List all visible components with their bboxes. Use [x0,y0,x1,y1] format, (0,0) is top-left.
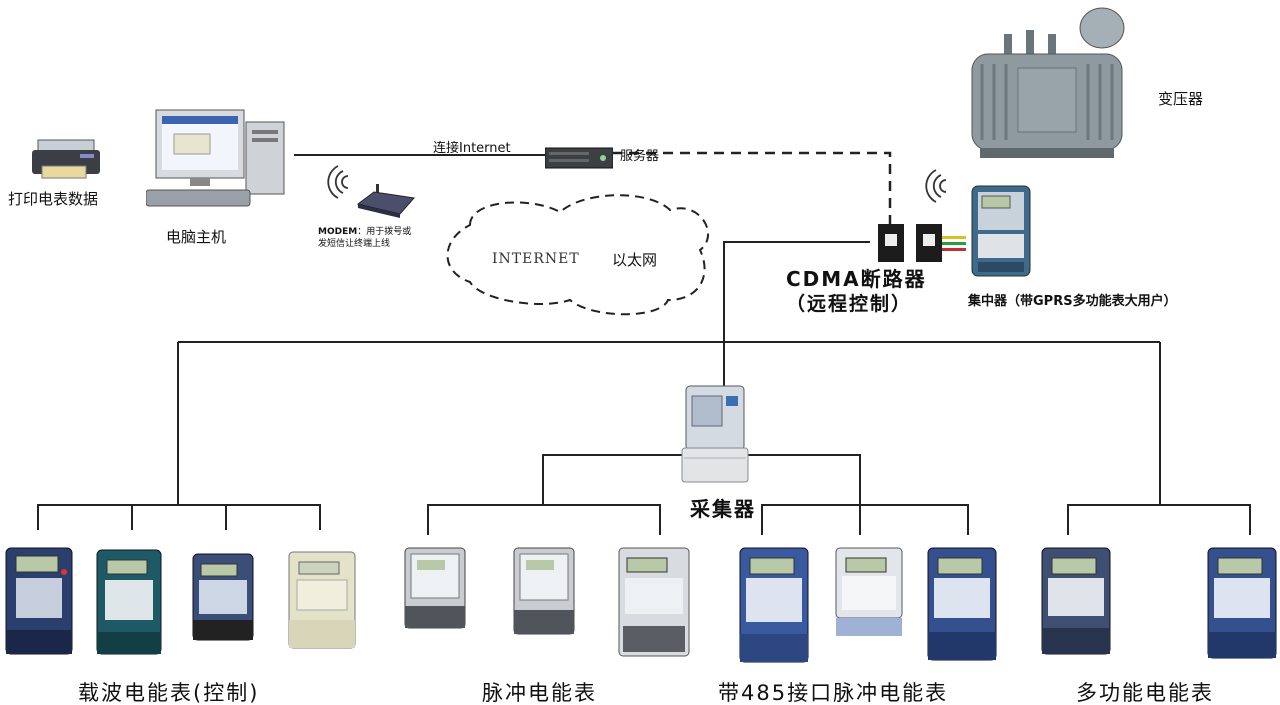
modem-title: MODEM [318,227,358,237]
group4-bus [1067,504,1251,535]
collector-icon [681,385,749,483]
group-label-carrier-meter: 载波电能表(控制) [78,681,260,705]
internet-link-label: 连接Internet [433,141,511,156]
concentrator-label: 集中器（带GPRS多功能表大用户） [968,294,1177,309]
printer-icon [32,139,100,179]
cdma-label-line1: CDMA断路器 [786,267,927,291]
electric-meter-icon [617,546,691,662]
modem-caption: MODEM：用于拨号或 发短信让终端上线 [318,226,411,250]
electric-meter-icon [1206,546,1278,664]
server-label: 服务器 [620,149,660,164]
pc-host-label: 电脑主机 [166,228,227,246]
wireless-signal-icon [925,169,947,203]
electric-meter-icon [738,546,810,668]
electric-meter-icon [403,546,467,634]
computer-icon [146,109,285,207]
print-label: 打印电表数据 [8,190,99,208]
server-icon [545,147,613,169]
concentrator-icon [971,185,1031,277]
breaker-trunk-line [723,241,870,390]
group1-bus [37,504,321,530]
group-label-pulse-meter: 脉冲电能表 [482,681,597,705]
internet-cloud [446,194,710,316]
electric-meter-icon [191,552,255,648]
electric-meter-icon [1040,546,1112,660]
modem-icon [356,184,415,218]
transformer-icon [971,7,1125,158]
group-label-multifunction-meter: 多功能电能表 [1076,681,1214,705]
ethernet-label: 以太网 [612,251,658,269]
electric-meter-icon [834,546,904,642]
electric-meter-icon [95,548,163,662]
transformer-label: 变压器 [1158,90,1204,108]
breaker-icon [878,224,966,262]
electric-meter-icon [512,546,576,640]
electric-meter-icon [287,550,357,654]
server-breaker-dashed-link [612,151,892,225]
cdma-label-line2: （远程控制） [786,293,913,315]
collector-label: 采集器 [690,497,756,521]
modem-line2: 发短信让终端上线 [318,239,391,249]
group3-bus [761,504,969,535]
internet-label: INTERNET [492,251,580,267]
modem-line1: ：用于拨号或 [357,227,412,237]
electric-meter-icon [4,546,74,662]
electric-meter-icon [926,546,998,666]
group-label-rs485-meter: 带485接口脉冲电能表 [718,681,949,705]
wireless-signal-icon [327,165,349,199]
group2-bus [427,504,661,535]
